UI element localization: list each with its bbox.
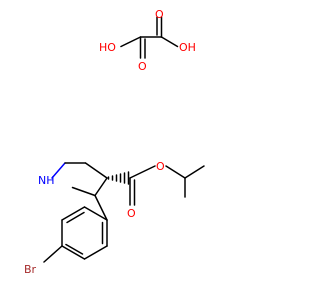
o-ch-bond <box>165 165 186 179</box>
oxygen-label: O <box>155 8 164 21</box>
oh-label: OH <box>179 41 196 54</box>
ch-ch3-bond-a <box>184 165 205 179</box>
stereo-hashed-wedge <box>107 171 130 185</box>
aryl-bond <box>83 245 108 260</box>
chemical-structure-diagram: HO O O OH NH O O <box>24 8 205 276</box>
oxalic-c-oh-bond-right <box>160 36 179 48</box>
n-c5-bond <box>51 162 66 179</box>
nh-label: NH <box>38 174 55 187</box>
ho-label: HO <box>99 41 116 54</box>
aryl-bond <box>61 206 86 221</box>
isopropyl-ester: O O <box>127 160 205 220</box>
c3-c2-bond <box>94 177 108 197</box>
bromine-label: Br <box>24 263 37 276</box>
aryl-inner-double-bond <box>66 211 85 224</box>
c4-c3-bond <box>84 162 108 179</box>
aryl-bond <box>83 206 108 221</box>
oxygen-label: O <box>138 60 147 73</box>
pyrrolidine-ring: NH <box>38 162 108 197</box>
c2-aryl-bond <box>94 194 108 221</box>
bromophenyl-ring: Br <box>24 194 108 276</box>
oxalic-c-oh-bond <box>120 36 142 48</box>
ester-c-o-bond <box>129 165 156 179</box>
c-br-bond <box>43 245 63 263</box>
aryl-inner-double-bond <box>65 243 84 255</box>
carbonyl-oxygen-label: O <box>127 207 136 220</box>
oxalic-acid: HO O O OH <box>99 8 196 73</box>
ester-oxygen-label: O <box>156 160 165 173</box>
c2-n-bond <box>71 186 96 197</box>
aryl-bond <box>61 245 86 260</box>
